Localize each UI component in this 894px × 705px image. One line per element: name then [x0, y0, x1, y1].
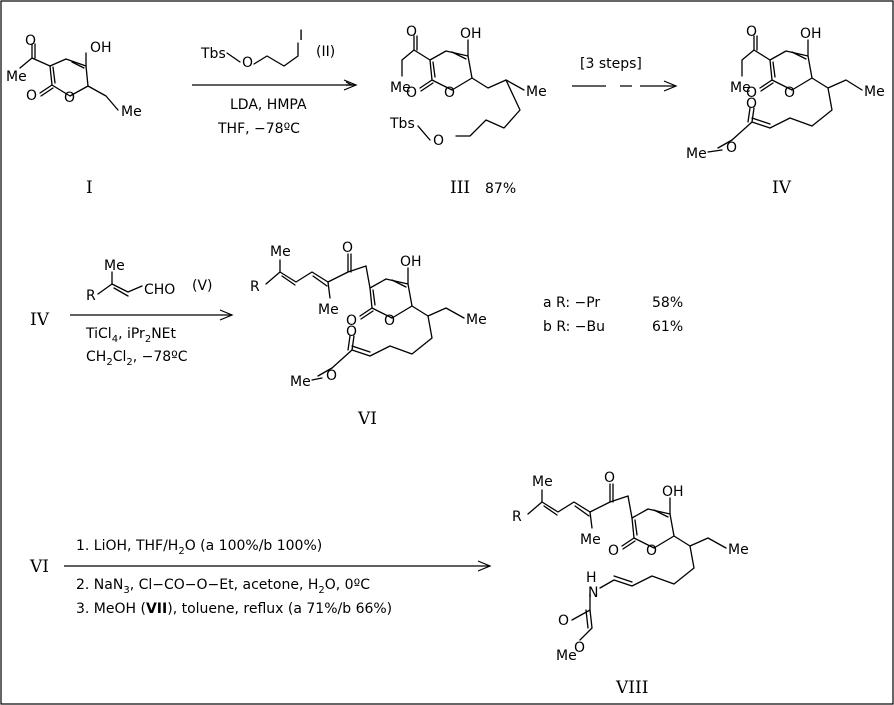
step4-line-1: 1. LiOH, THF/H2O (a 100%/b 100%): [76, 538, 322, 557]
c8-r: R: [512, 509, 522, 525]
variant-a-label: a R: −Pr: [543, 295, 600, 311]
c8-carbonyl-o: O: [608, 543, 619, 559]
c8-ring-o: O: [646, 543, 657, 559]
label-compound-iii: III: [450, 178, 470, 198]
c8-carbamate-o: O: [558, 613, 569, 629]
c3-tbs: Tbs: [389, 116, 415, 132]
step1-condition-1: LDA, HMPA: [230, 97, 307, 113]
variants-legend: a R: −Pr 58% b R: −Bu 61%: [543, 295, 683, 335]
variant-a-yield: 58%: [652, 295, 683, 311]
label-compound-viii: VIII: [615, 678, 648, 698]
reaction-arrow-4: [64, 560, 492, 572]
step1-condition-2: THF, −78ºC: [217, 121, 300, 137]
reaction-arrow-1: [192, 79, 358, 91]
c6-ester-o: O: [326, 368, 337, 384]
label-compound-iv: IV: [772, 178, 792, 198]
reagent-v: R Me CHO (V): [86, 258, 213, 304]
c4-ester-o: O: [726, 140, 737, 156]
c4-me: Me: [730, 80, 751, 96]
c4-methoxy-me: Me: [686, 146, 707, 162]
c3-ring-o: O: [444, 85, 455, 101]
c8-oh: OH: [662, 484, 684, 500]
c6-ring-o: O: [384, 313, 395, 329]
reagent-ii-iodo: I: [299, 28, 303, 44]
c1-ring-o: O: [64, 90, 75, 106]
c1-terminal-me: Me: [121, 104, 142, 120]
c6-carbonyl-o: O: [346, 313, 357, 329]
c8-me-branch: Me: [728, 542, 749, 558]
yield-compound-iii: 87%: [485, 181, 516, 197]
reagent-ii-o: O: [242, 55, 253, 71]
c6-ketone-o: O: [342, 240, 353, 256]
c1-oh: OH: [90, 40, 112, 56]
c6-ester-carbonyl-o: O: [346, 324, 357, 340]
c3-tbs-o: O: [433, 133, 444, 149]
label-start-iv: IV: [30, 310, 50, 330]
c8-me-top: Me: [532, 474, 553, 490]
c3-carbonyl-o: O: [406, 85, 417, 101]
label-compound-vi: VI: [357, 409, 377, 429]
c6-me-alkene: Me: [318, 302, 339, 318]
c4-ester-carbonyl-o: O: [746, 96, 757, 112]
c8-nh-n: N: [588, 585, 598, 601]
c1-ketone-o: O: [25, 33, 36, 49]
reagent-v-label: (V): [192, 278, 213, 294]
compound-iii: OH O Me O O Me Tbs O: [389, 24, 547, 149]
step2-label: [3 steps]: [580, 56, 642, 72]
variant-b-yield: 61%: [652, 319, 683, 335]
step4-line-3: 3. MeOH (VII), toluene, reflux (a 71%/b …: [76, 601, 392, 617]
reagent-v-r: R: [86, 288, 96, 304]
compound-viii: R Me Me O OH O O Me H N O O Me: [512, 470, 749, 664]
c3-me-branch: Me: [526, 84, 547, 100]
step4-line-2: 2. NaN3, Cl−CO−O−Et, acetone, H2O, 0ºC: [76, 577, 370, 596]
c8-methoxy-me: Me: [556, 648, 577, 664]
compound-vi: R Me Me O OH O O Me O O Me: [250, 240, 487, 390]
c4-me-branch: Me: [864, 84, 885, 100]
c6-methoxy-me: Me: [290, 374, 311, 390]
step3-condition-1: TiCl4, iPr2NEt: [85, 326, 177, 345]
c1-carbonyl-o: O: [26, 88, 37, 104]
c3-ketone-o: O: [406, 24, 417, 40]
c8-ester-o: O: [574, 640, 585, 656]
c3-oh: OH: [460, 26, 482, 42]
c3-me: Me: [390, 80, 411, 96]
c4-oh: OH: [800, 26, 822, 42]
step1-reagents: Tbs O I (II): [200, 28, 335, 71]
c8-me-alkene: Me: [580, 532, 601, 548]
c6-me-branch: Me: [466, 312, 487, 328]
c8-nh-h: H: [586, 570, 597, 586]
reaction-arrow-3: [70, 309, 234, 321]
c6-me-top: Me: [270, 244, 291, 260]
c8-ketone-o: O: [604, 470, 615, 486]
label-compound-i: I: [86, 178, 93, 198]
label-start-vi: VI: [29, 557, 49, 577]
c6-oh: OH: [400, 254, 422, 270]
reagent-ii-label: (II): [316, 44, 335, 60]
variant-b-label: b R: −Bu: [543, 319, 605, 335]
c1-me: Me: [6, 69, 27, 85]
compound-iv: OH O Me O O Me O O Me: [686, 24, 885, 162]
reaction-arrow-2: [572, 80, 678, 92]
c4-ring-o: O: [784, 85, 795, 101]
reagent-ii-tbs: Tbs: [200, 46, 226, 62]
c6-r: R: [250, 279, 260, 295]
c4-ketone-o: O: [746, 24, 757, 40]
compound-i: OH O Me O O Me: [6, 33, 142, 120]
c4-carbonyl-o: O: [746, 85, 757, 101]
step3-condition-2: CH2Cl2, −78ºC: [86, 349, 188, 368]
reagent-v-me: Me: [104, 258, 125, 274]
reagent-v-cho: CHO: [144, 282, 175, 298]
